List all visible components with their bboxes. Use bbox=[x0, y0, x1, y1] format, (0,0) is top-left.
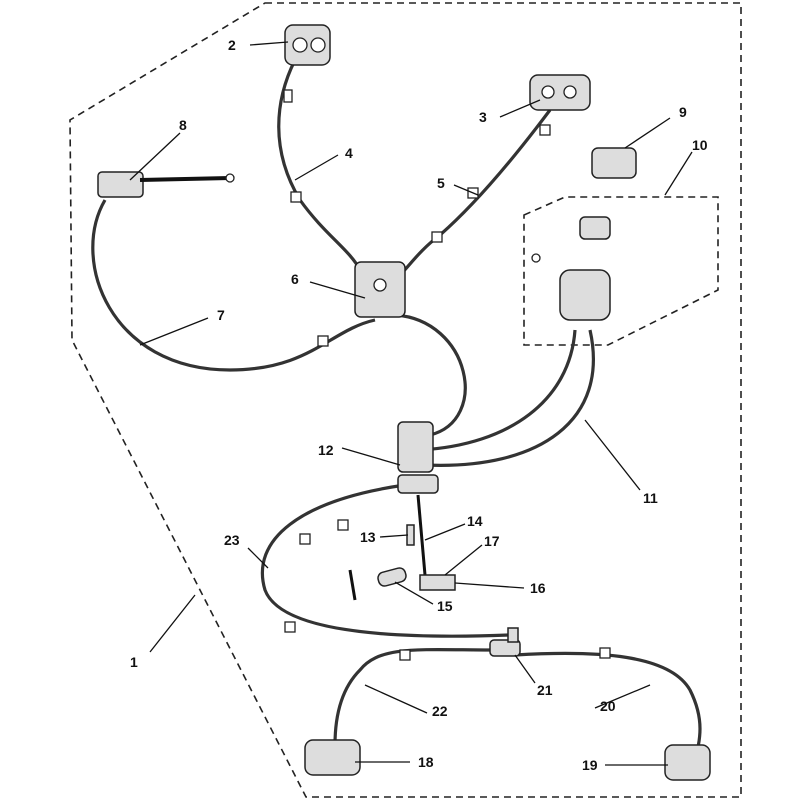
callout-1: 1 bbox=[130, 654, 138, 670]
callout-14: 14 bbox=[467, 513, 483, 529]
reservoir-cap-9 bbox=[591, 147, 637, 179]
callout-7: 7 bbox=[217, 307, 225, 323]
callout-labels: 1 2 3 4 5 6 7 8 9 10 11 12 13 14 15 16 1… bbox=[130, 37, 708, 773]
hose-23 bbox=[260, 483, 511, 638]
callout-15: 15 bbox=[437, 598, 453, 614]
valve-6 bbox=[354, 261, 406, 318]
callout-23: 23 bbox=[224, 532, 240, 548]
hose-20 bbox=[514, 651, 702, 761]
callout-3: 3 bbox=[479, 109, 487, 125]
hose-6-to-12 bbox=[394, 313, 467, 437]
reservoir-subassembly-boundary bbox=[523, 196, 719, 346]
callout-19: 19 bbox=[582, 757, 598, 773]
kit-boundary bbox=[69, 2, 742, 798]
hose-7 bbox=[91, 199, 376, 372]
callout-10: 10 bbox=[692, 137, 708, 153]
spring-13 bbox=[406, 524, 415, 546]
caliper-3 bbox=[529, 74, 591, 111]
callout-11: 11 bbox=[643, 490, 658, 506]
callout-4: 4 bbox=[345, 145, 353, 161]
caliper-18 bbox=[304, 739, 361, 776]
callout-5: 5 bbox=[437, 175, 445, 191]
hose-11b bbox=[424, 329, 595, 467]
callout-17: 17 bbox=[484, 533, 500, 549]
master-cylinder-8 bbox=[97, 171, 235, 198]
callout-21: 21 bbox=[537, 682, 553, 698]
hose-11a bbox=[419, 329, 577, 452]
valve-12 bbox=[397, 421, 439, 494]
hose-clamps bbox=[283, 89, 611, 661]
hose-5 bbox=[398, 109, 552, 277]
callout-8: 8 bbox=[179, 117, 187, 133]
caliper-2 bbox=[284, 24, 331, 66]
tee-21 bbox=[489, 627, 521, 657]
callout-2: 2 bbox=[228, 37, 236, 53]
callout-16: 16 bbox=[530, 580, 546, 596]
callout-9: 9 bbox=[679, 104, 687, 120]
hose-22 bbox=[333, 647, 496, 746]
leader-lines bbox=[129, 41, 693, 766]
caliper-19 bbox=[664, 744, 711, 781]
hoses bbox=[91, 59, 702, 761]
callout-18: 18 bbox=[418, 754, 434, 770]
callout-6: 6 bbox=[291, 271, 299, 287]
callout-12: 12 bbox=[318, 442, 334, 458]
callout-22: 22 bbox=[432, 703, 448, 719]
pushrod-14 bbox=[416, 494, 456, 591]
reservoir-10 bbox=[531, 216, 611, 321]
pin-15 bbox=[348, 567, 407, 601]
callout-20: 20 bbox=[600, 698, 616, 714]
callout-13: 13 bbox=[360, 529, 376, 545]
